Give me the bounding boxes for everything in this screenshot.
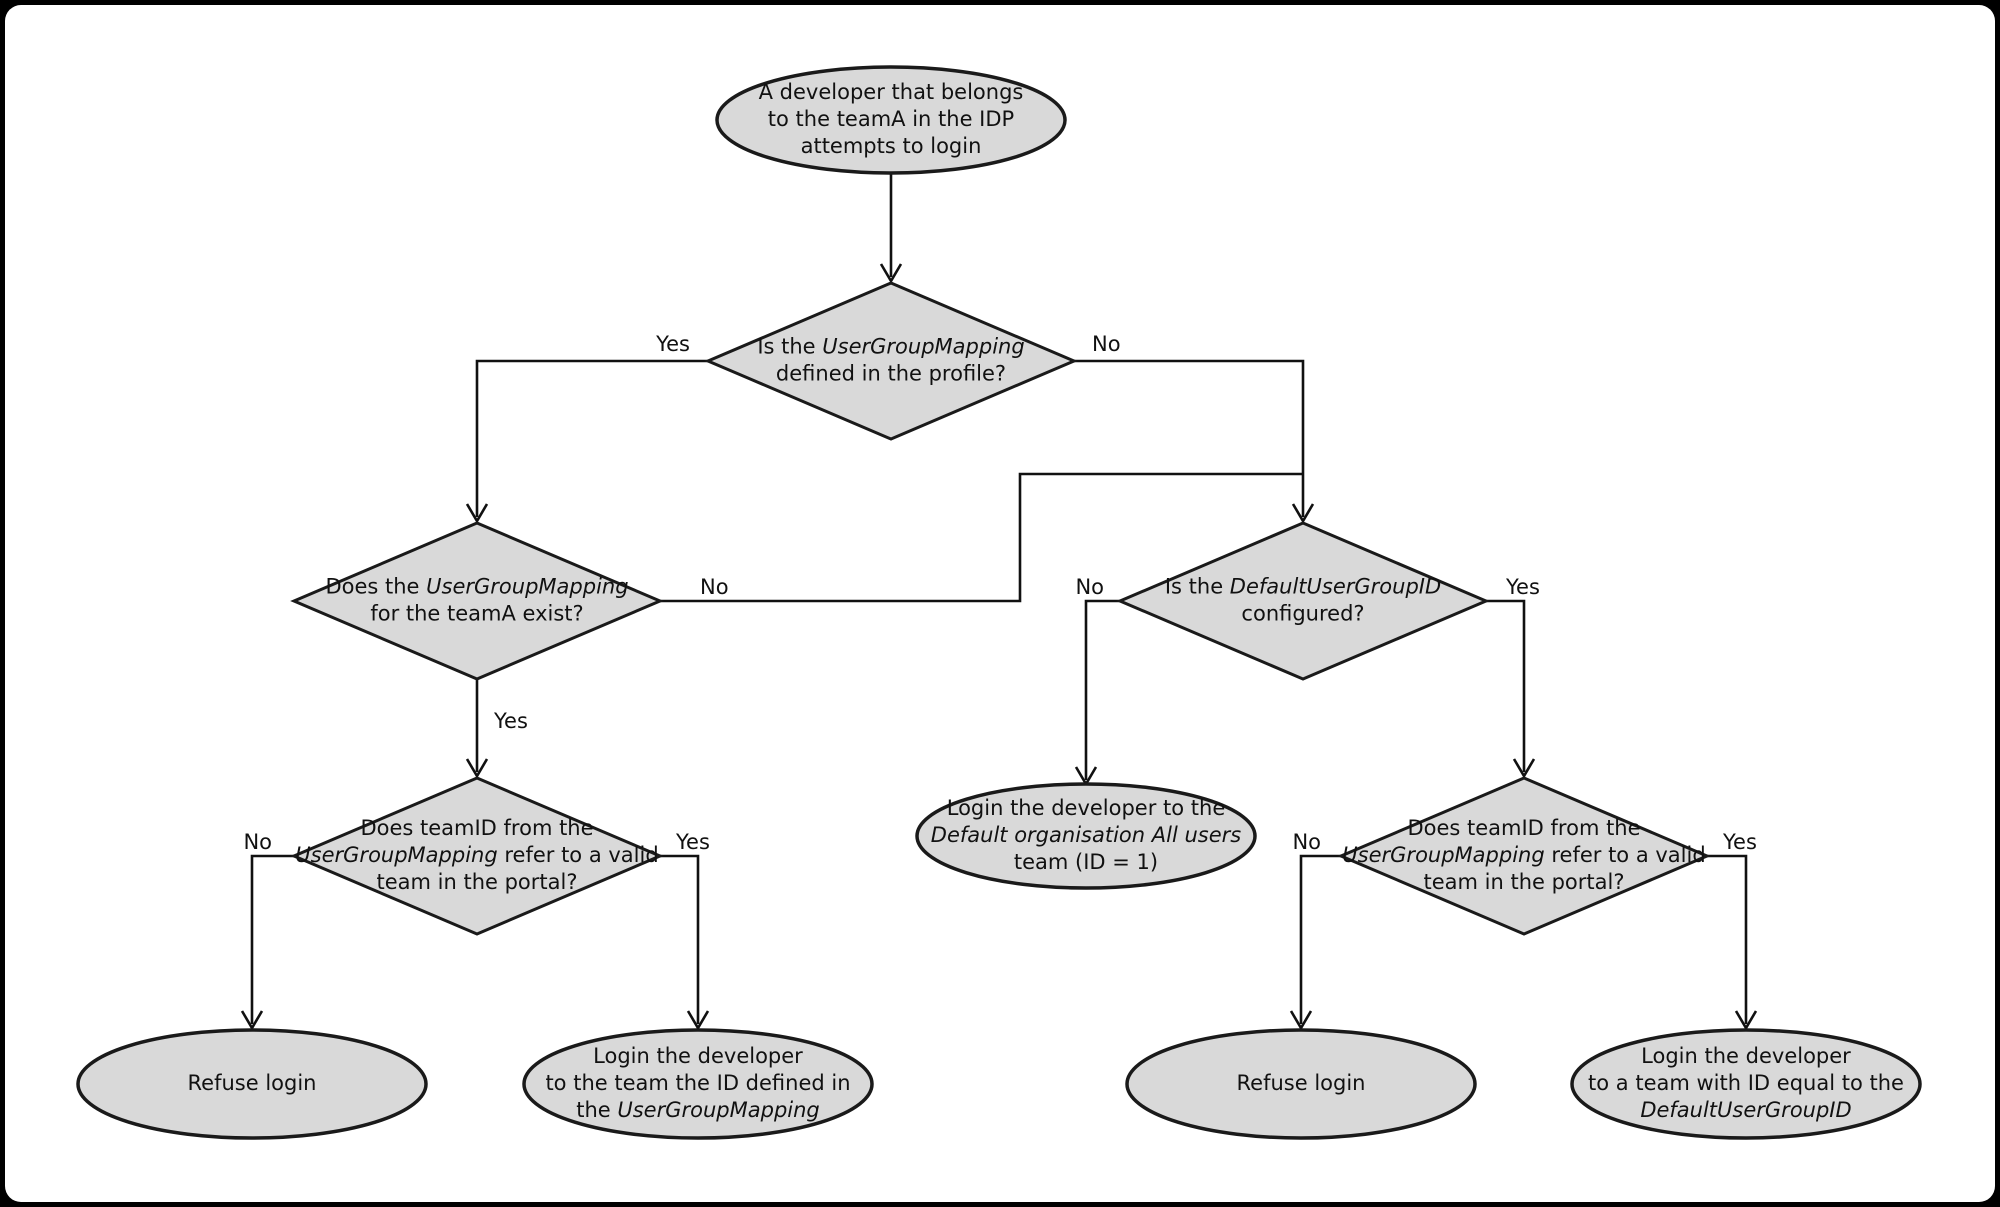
edge-teamid-valid-right-yes xyxy=(1707,854,1758,1031)
decision-teamid-valid-team-right-shape xyxy=(1337,776,1711,936)
outcome-login-team-defaultusergroupid-shape xyxy=(1570,1028,1922,1140)
edge-teamid-valid-left-no-arrowhead xyxy=(240,1010,264,1031)
edge-start-to-usergroupmapping-defined-arrowhead xyxy=(879,263,903,284)
edge-usergroupmapping-defined-no xyxy=(1074,359,1315,524)
edge-teamid-valid-left-yes-label: Yes xyxy=(675,830,710,854)
edge-defaultusergroupid-configured-yes-label: Yes xyxy=(1505,575,1540,599)
outcome-refuse-login-left[interactable]: Refuse login xyxy=(76,1028,428,1140)
edges-layer xyxy=(240,173,1758,1031)
edge-defaultusergroupid-configured-yes-arrowhead xyxy=(1512,758,1536,779)
outcome-refuse-login-right-label: Refuse login xyxy=(1237,1071,1366,1095)
outcome-refuse-login-right[interactable]: Refuse login xyxy=(1125,1028,1477,1140)
edge-teamid-valid-right-no-label: No xyxy=(1292,830,1321,854)
decision-usergroupmapping-defined-shape xyxy=(704,281,1078,441)
outcome-refuse-login-left-label: Refuse login xyxy=(188,1071,317,1095)
edge-usergroupmapping-teama-exists-yes-label: Yes xyxy=(493,709,528,733)
decision-usergroupmapping-teama-exists-shape xyxy=(290,521,664,681)
edge-teamid-valid-left-no xyxy=(240,854,294,1031)
edge-usergroupmapping-defined-no-label: No xyxy=(1092,332,1121,356)
start-node-shape xyxy=(715,65,1067,175)
edge-defaultusergroupid-configured-yes xyxy=(1486,599,1536,779)
outcome-login-default-organisation-shape xyxy=(915,782,1257,890)
edge-teamid-valid-right-yes-arrowhead xyxy=(1734,1010,1758,1031)
edge-teamid-valid-left-yes xyxy=(660,854,710,1031)
edge-usergroupmapping-defined-yes-arrowhead xyxy=(465,503,489,524)
edge-usergroupmapping-defined-no-arrowhead xyxy=(1291,503,1315,524)
edge-teamid-valid-right-no-arrowhead xyxy=(1289,1010,1313,1031)
edge-teamid-valid-left-no-label: No xyxy=(243,830,272,854)
edge-usergroupmapping-teama-exists-no xyxy=(660,472,1303,603)
decision-teamid-valid-team-left-shape xyxy=(290,776,664,936)
edge-start-to-usergroupmapping-defined xyxy=(879,173,903,284)
edge-teamid-valid-right-yes-label: Yes xyxy=(1722,830,1757,854)
edge-usergroupmapping-teama-exists-yes-arrowhead xyxy=(465,758,489,779)
edge-teamid-valid-right-no xyxy=(1289,854,1341,1031)
edge-teamid-valid-left-yes-arrowhead xyxy=(686,1010,710,1031)
outcome-login-team-from-usergroupmapping-shape xyxy=(522,1028,874,1140)
edge-defaultusergroupid-configured-no-label: No xyxy=(1075,575,1104,599)
outcome-refuse-login-left-shape xyxy=(76,1028,428,1140)
edge-usergroupmapping-teama-exists-yes xyxy=(465,679,489,779)
edge-usergroupmapping-defined-yes xyxy=(465,359,708,524)
decision-defaultusergroupid-configured-shape xyxy=(1116,521,1490,681)
outcome-refuse-login-right-shape xyxy=(1125,1028,1477,1140)
edge-usergroupmapping-teama-exists-no-label: No xyxy=(700,575,729,599)
edge-usergroupmapping-defined-yes-label: Yes xyxy=(655,332,690,356)
